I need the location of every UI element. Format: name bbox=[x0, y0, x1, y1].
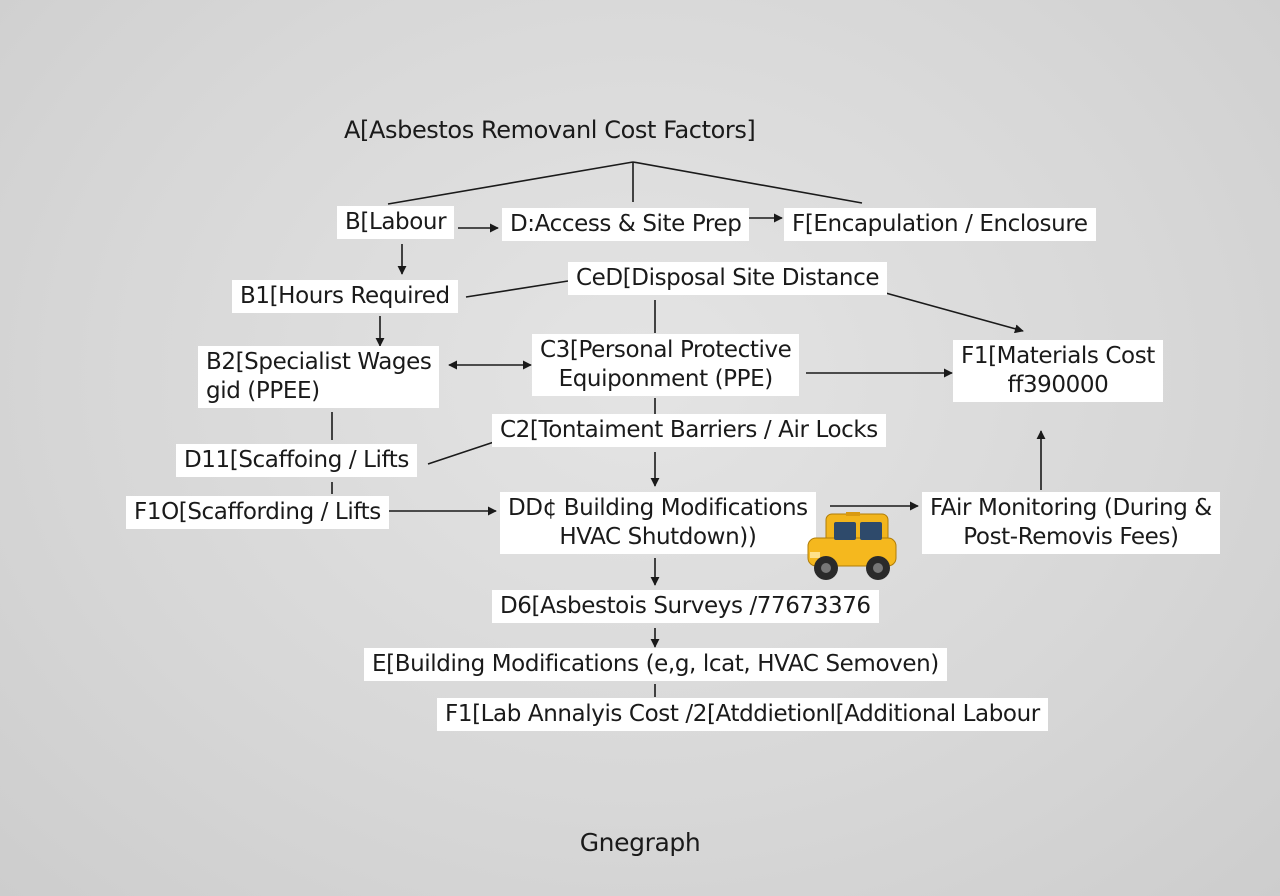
node-label: gid (PPEE) bbox=[206, 378, 320, 404]
truck-icon bbox=[807, 512, 897, 580]
node-b: B[Labour bbox=[337, 206, 455, 239]
node-label: D6[Asbestois Surveys /77673376 bbox=[500, 593, 871, 619]
node-d11: D11[Scaffoing / Lifts bbox=[176, 444, 417, 477]
edge-ced-f1 bbox=[881, 291, 1024, 334]
edge-b1-ced bbox=[465, 280, 569, 298]
footer-label: Gnegraph bbox=[579, 828, 701, 857]
edge-d11-c2 bbox=[427, 441, 495, 465]
node-label: D:Access & Site Prep bbox=[510, 211, 742, 237]
node-c2: C2[Tontaiment Barriers / Air Locks bbox=[492, 414, 886, 447]
node-label: Post-Removis Fees) bbox=[963, 524, 1179, 550]
node-label: B1[Hours Required bbox=[240, 283, 450, 309]
node-label: ff390000 bbox=[1007, 372, 1109, 398]
node-label: C2[Tontaiment Barriers / Air Locks bbox=[500, 417, 878, 443]
node-label: E[Building Modifications (e,g, lcat, HVA… bbox=[372, 651, 939, 677]
node-f1m: F1[Materials Cost ff390000 bbox=[953, 340, 1163, 402]
node-label: CeD[Disposal Site Distance bbox=[576, 265, 880, 291]
node-label: B2[Specialist Wages bbox=[206, 349, 432, 375]
node-label: C3[Personal Protective bbox=[540, 337, 792, 363]
node-label: F1[Materials Cost bbox=[961, 343, 1155, 369]
node-f10: F1O[Scaffording / Lifts bbox=[126, 496, 389, 529]
node-d: D:Access & Site Prep bbox=[502, 208, 750, 241]
node-b2: B2[Specialist Wages gid (PPEE) bbox=[198, 346, 440, 408]
node-b1: B1[Hours Required bbox=[232, 280, 458, 313]
edge-a-b bbox=[387, 161, 634, 205]
node-d6: D6[Asbestois Surveys /77673376 bbox=[492, 590, 879, 623]
node-label: HVAC Shutdown)) bbox=[559, 524, 757, 550]
node-label: Equiponment (PPE) bbox=[558, 366, 774, 392]
node-label: DD¢ Building Modifications bbox=[508, 495, 808, 521]
node-label: A[Asbestos Removanl Cost Factors] bbox=[344, 116, 756, 144]
node-e: E[Building Modifications (e,g, lcat, HVA… bbox=[364, 648, 947, 681]
node-ced: CeD[Disposal Site Distance bbox=[568, 262, 888, 295]
node-label: F[Encapulation / Enclosure bbox=[792, 211, 1088, 237]
node-label: F1O[Scaffording / Lifts bbox=[134, 499, 381, 525]
node-fair: FAir Monitoring (During & Post-Removis Fe… bbox=[922, 492, 1220, 554]
edge-a-f bbox=[632, 161, 863, 204]
node-label: F1[Lab Annalyis Cost /2[Atddietionl[Addi… bbox=[445, 701, 1040, 727]
node-a: A[Asbestos Removanl Cost Factors] bbox=[336, 114, 763, 147]
node-label: D11[Scaffoing / Lifts bbox=[184, 447, 409, 473]
node-label: FAir Monitoring (During & bbox=[930, 495, 1212, 521]
node-label: B[Labour bbox=[345, 209, 447, 235]
node-f: F[Encapulation / Enclosure bbox=[784, 208, 1096, 241]
node-f1l: F1[Lab Annalyis Cost /2[Atddietionl[Addi… bbox=[437, 698, 1048, 731]
